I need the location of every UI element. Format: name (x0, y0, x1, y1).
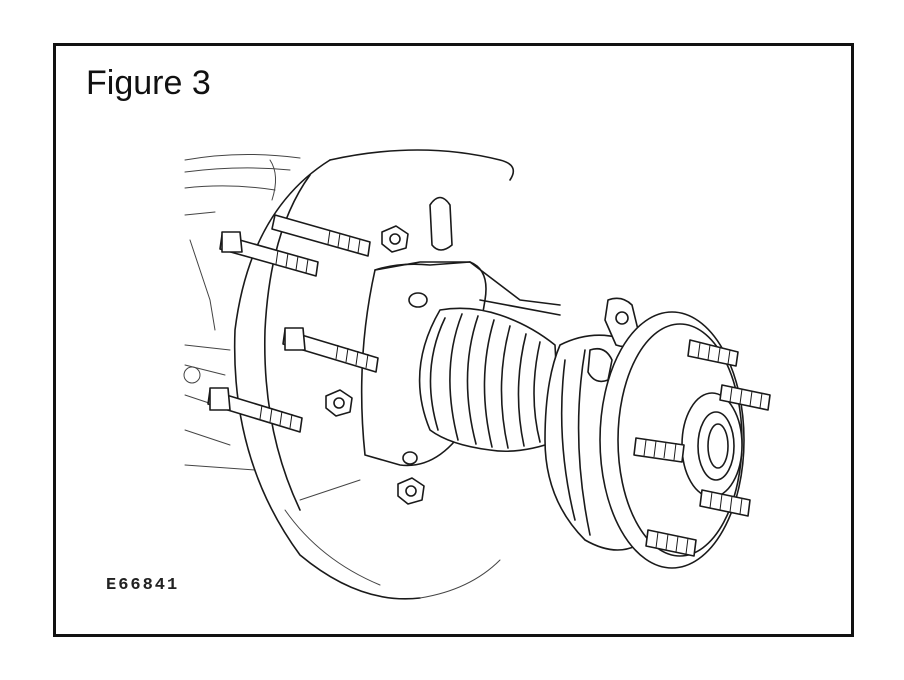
hub-nuts (325, 225, 425, 505)
cv-joint-boot (418, 307, 561, 453)
brake-disc (233, 149, 515, 600)
hub-mounting-bolts (207, 214, 379, 433)
wheel-studs (633, 339, 771, 557)
figure-reference-code: E66841 (106, 576, 180, 595)
figure-title: Figure 3 (86, 64, 211, 102)
suspension-arm-background (183, 153, 301, 471)
